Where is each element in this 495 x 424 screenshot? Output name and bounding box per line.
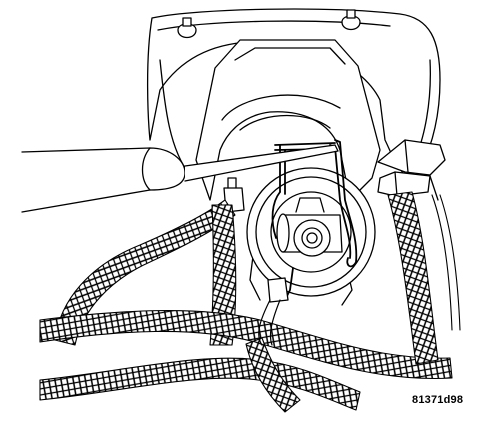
- headlamp-bulb: [276, 197, 343, 257]
- figure-code: 81371d98: [412, 394, 464, 406]
- headlamp-housing: [146, 8, 441, 176]
- screwdriver: [21, 144, 339, 213]
- connector-wires: [258, 299, 281, 346]
- reflector-frame: [195, 39, 381, 306]
- socket-connector: [223, 177, 289, 303]
- electrical-connector: [377, 139, 446, 201]
- wiring-harness: [39, 191, 461, 413]
